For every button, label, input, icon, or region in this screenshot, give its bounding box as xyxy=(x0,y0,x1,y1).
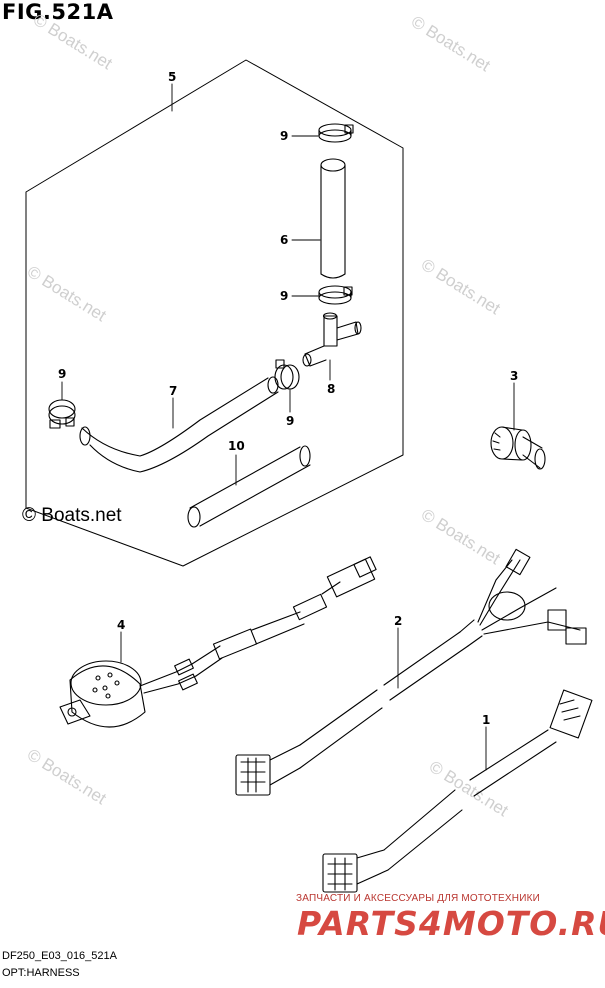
part-9-clamp-middle xyxy=(318,285,353,305)
part-1-harness xyxy=(322,689,593,893)
part-2-harness xyxy=(235,548,587,796)
callout-8: 8 xyxy=(327,382,335,396)
figure-model-code: DF250_E03_016_521A xyxy=(2,950,117,962)
promo-logo: PARTS4MOTO.RU xyxy=(297,904,605,943)
callout-10: 10 xyxy=(228,439,245,453)
figure-title: FIG.521A xyxy=(2,0,114,24)
callout-4: 4 xyxy=(117,618,125,632)
copyright-label: © Boats.net xyxy=(22,505,122,526)
part-10-straight-hose xyxy=(187,445,311,528)
promo-tagline: ЗАПЧАСТИ И АКСЕССУАРЫ ДЛЯ МОТОТЕХНИКИ xyxy=(296,893,541,904)
callout-9-middle: 9 xyxy=(280,289,288,303)
part-4-buzzer xyxy=(59,556,377,728)
kit-5-frame xyxy=(25,59,404,567)
part-9-clamp-top xyxy=(318,123,354,143)
section-title: OPT:HARNESS xyxy=(2,967,80,979)
callout-3: 3 xyxy=(510,369,518,383)
callout-5: 5 xyxy=(168,70,176,84)
callout-1: 1 xyxy=(482,713,490,727)
callout-9-right: 9 xyxy=(286,414,294,428)
part-9-clamp-right xyxy=(274,359,300,390)
part-7-bent-hose xyxy=(79,376,279,473)
part-8-t-fitting xyxy=(302,312,362,367)
callout-7: 7 xyxy=(169,384,177,398)
callout-9-top: 9 xyxy=(280,129,288,143)
part-6-hose xyxy=(320,158,346,279)
part-3-plug xyxy=(490,426,546,470)
part-9-clamp-left xyxy=(48,399,76,429)
callout-2: 2 xyxy=(394,614,402,628)
callout-6: 6 xyxy=(280,233,288,247)
callout-9-left: 9 xyxy=(58,367,66,381)
